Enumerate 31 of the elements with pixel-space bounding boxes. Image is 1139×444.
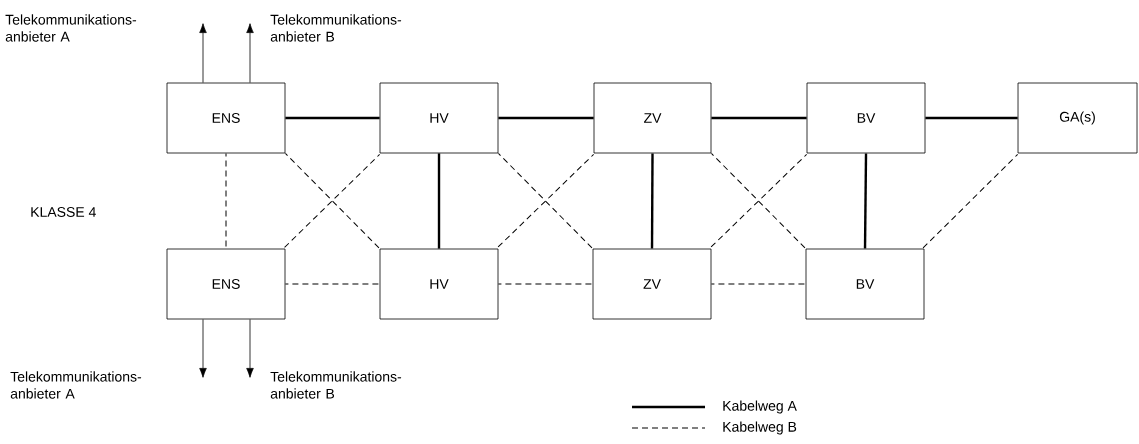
cable-line: [285, 116, 380, 120]
arrow: [246, 23, 254, 83]
network-box: GA(s): [1017, 82, 1138, 154]
provider-label: Telekommunikations- anbieter B: [270, 14, 402, 42]
cable-line: [710, 283, 807, 285]
cable-line: [497, 283, 594, 285]
network-box: ZV: [593, 82, 712, 154]
network-box: HV: [379, 248, 499, 320]
legend-label: Kabelweg B: [723, 421, 797, 435]
network-box: ENS: [166, 82, 286, 154]
network-box: ENS: [166, 248, 286, 320]
network-box: HV: [379, 82, 499, 154]
cable-line: [925, 116, 1018, 120]
arrow: [199, 23, 207, 83]
cable-line: [921, 153, 1019, 250]
provider-label: Telekommunikations- anbieter A: [10, 371, 142, 399]
arrow: [199, 319, 207, 378]
arrow: [246, 319, 254, 378]
network-box: ZV: [592, 248, 712, 320]
cable-line: [284, 283, 381, 285]
provider-label: Telekommunikations- anbieter A: [5, 14, 137, 42]
provider-label: Telekommunikations- anbieter B: [270, 371, 402, 399]
cable-line: [650, 153, 654, 249]
cable-line: [498, 116, 594, 120]
cable-line: [863, 153, 868, 249]
cable-line: [711, 116, 807, 120]
network-box: BV: [805, 248, 925, 320]
cable-line: [437, 153, 441, 249]
legend-label: Kabelweg A: [723, 400, 797, 414]
class-label: KLASSE 4: [31, 207, 96, 217]
network-box: BV: [806, 82, 926, 154]
